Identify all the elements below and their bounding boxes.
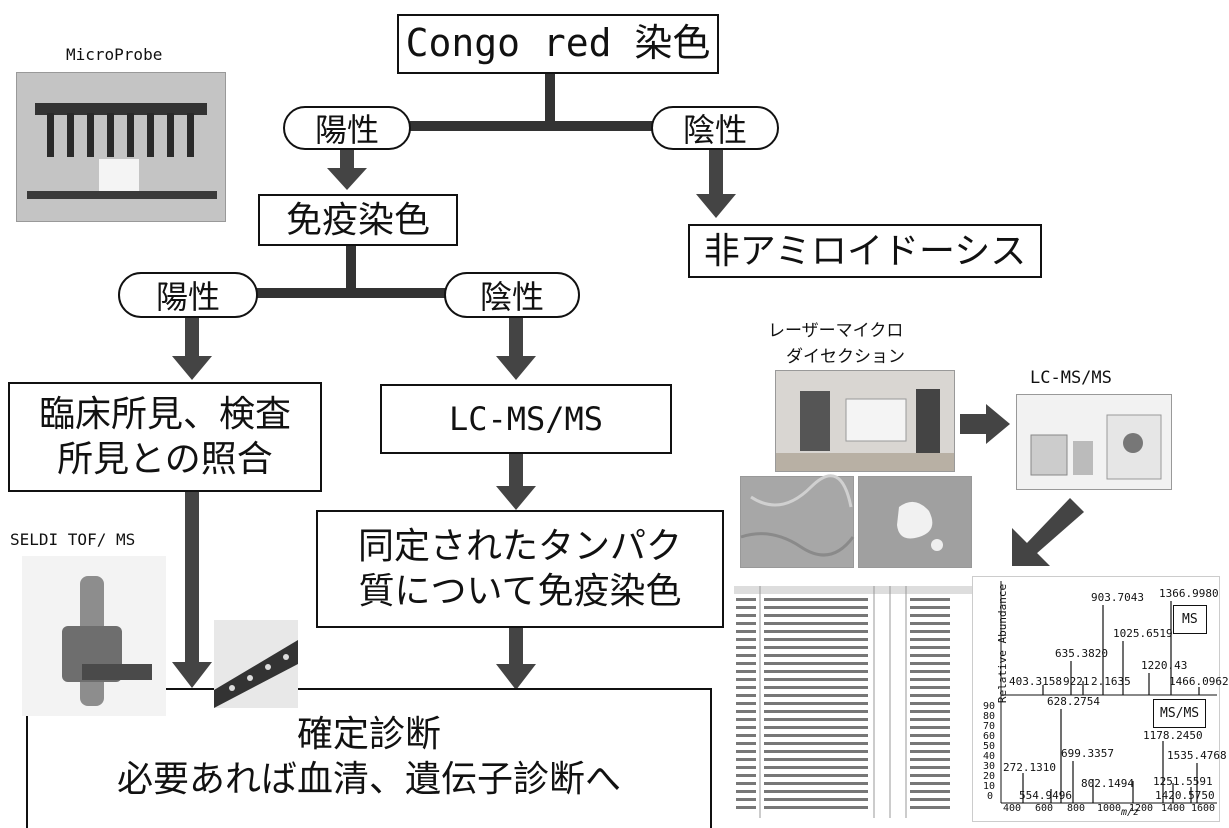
microprobe-label: MicroProbe	[66, 45, 163, 64]
connector-top-vertical	[545, 74, 555, 128]
negative-label-2: 陰性	[479, 278, 544, 316]
peak-label-bottom-9: 1420.5750	[1155, 789, 1215, 802]
negative-pill-1: 陰性	[651, 106, 779, 150]
lcms-photo-label: LC-MS/MS	[1030, 368, 1112, 388]
microprobe-photo	[16, 72, 226, 222]
y-tick-50: 50	[983, 741, 996, 752]
peak-label-top-3: 1025.6519	[1113, 627, 1173, 640]
seldi-photo	[22, 556, 166, 716]
arrow-lmd-to-lcms	[960, 404, 1010, 444]
connector-ihc-horizontal	[250, 288, 470, 298]
ms-tag: MS	[1173, 605, 1207, 634]
arrow-pos2-down	[172, 318, 212, 380]
x-tick-1600: 1600	[1191, 803, 1216, 814]
chip-photo	[214, 620, 298, 708]
non-amyloidosis-box: 非アミロイドーシス	[688, 224, 1042, 278]
y-tick-80: 80	[983, 711, 996, 722]
peak-label-bottom-1: 628.2754	[1047, 695, 1100, 708]
tissue-illustration-2	[859, 477, 971, 567]
x-tick-1000: 1000	[1097, 803, 1122, 814]
peak-label-top-7: 9221	[1063, 675, 1090, 688]
peak-label-top-6: 403.3158	[1009, 675, 1062, 688]
chip-illustration	[214, 620, 298, 708]
tissue-photo-2	[858, 476, 972, 568]
non-amyloidosis-text: 非アミロイドーシス	[703, 230, 1027, 272]
arrow-lcms-to-spectrum	[1012, 498, 1084, 566]
peak-label-bottom-2: 1178.2450	[1143, 729, 1203, 742]
final-text-line1: 確定診断	[296, 714, 441, 755]
positive-label-2: 陽性	[155, 278, 220, 316]
lmd-label-line1: レーザーマイクロ	[768, 321, 904, 341]
final-text-line2: 必要あれば血清、遺伝子診断へ	[116, 759, 621, 800]
arrow-neg1-down	[696, 150, 736, 218]
ihc-text-1: 免疫染色	[285, 199, 430, 241]
tissue-illustration-1	[740, 474, 855, 567]
positive-label-1: 陽性	[314, 111, 379, 149]
protein-table-image	[734, 586, 972, 818]
y-tick-20: 20	[983, 771, 996, 782]
x-tick-800: 800	[1067, 803, 1086, 814]
lcms-text: LC-MS/MS	[448, 400, 604, 438]
y-tick-40: 40	[983, 751, 996, 762]
y-axis-label: Relative Abundance	[996, 583, 1010, 704]
ms-spectrum-plot	[1000, 581, 1217, 804]
arrow-lcms-down	[496, 454, 536, 510]
positive-pill-1: 陽性	[283, 106, 411, 150]
tissue-photo-1	[740, 474, 855, 568]
y-tick-10: 10	[983, 781, 996, 792]
peak-label-bottom-5: 272.1310	[1003, 761, 1056, 774]
y-tick-90: 90	[983, 701, 996, 712]
x-tick-400: 400	[1003, 803, 1022, 814]
lmd-illustration	[776, 371, 954, 471]
protein-table-illustration	[734, 586, 972, 818]
peak-label-bottom-4: 1535.4768	[1167, 749, 1227, 762]
identified-text-line1: 同定されたタンパク	[357, 526, 682, 567]
msms-tag: MS/MS	[1153, 699, 1207, 728]
microprobe-illustration	[17, 73, 225, 221]
y-tick-0: 0	[987, 791, 994, 802]
peak-label-bottom-8: 554.9496	[1019, 789, 1072, 802]
x-tick-600: 600	[1035, 803, 1054, 814]
peak-label-top-4: 635.3820	[1055, 647, 1108, 660]
seldi-label: SELDI TOF/ MS	[10, 530, 136, 549]
y-tick-70: 70	[983, 721, 996, 732]
x-tick-1400: 1400	[1161, 803, 1186, 814]
clinical-text-line1: 臨床所見、検査	[38, 394, 291, 435]
arrow-neg2-down	[496, 318, 536, 380]
arrow-pos1-down	[327, 150, 367, 190]
seldi-illustration	[22, 556, 166, 716]
y-tick-30: 30	[983, 761, 996, 772]
lcms-box: LC-MS/MS	[380, 384, 672, 454]
peak-label-top-5: 1220.43	[1141, 659, 1188, 672]
ihc-box-1: 免疫染色	[258, 194, 458, 246]
x-tick-1200: 1200	[1129, 803, 1154, 814]
x-axis-label: m/z	[1121, 807, 1140, 818]
connector-top-horizontal	[410, 121, 670, 131]
ms-spectrum-panel: MS MS/MS Relative Abundance m/z 903.7043…	[972, 576, 1229, 822]
lcms-illustration	[1017, 395, 1171, 489]
identified-box: 同定されたタンパク 質について免疫染色	[316, 510, 724, 628]
arrow-identified-to-final	[496, 628, 536, 690]
peak-label-bottom-3: 699.3357	[1061, 747, 1114, 760]
peak-label-top-2: 1366.9980	[1159, 587, 1219, 600]
y-tick-60: 60	[983, 731, 996, 742]
connector-ihc-vertical	[346, 246, 356, 296]
lmd-label-line2: ダイセクション	[786, 347, 905, 367]
negative-label-1: 陰性	[682, 111, 747, 149]
peak-label-top-1: 903.7043	[1091, 591, 1144, 604]
congo-red-box: Congo red 染色	[397, 14, 719, 74]
negative-pill-2: 陰性	[444, 272, 580, 318]
congo-red-text: Congo red 染色	[405, 21, 711, 66]
positive-pill-2: 陽性	[118, 272, 258, 318]
peak-label-top-8: 2.1635	[1091, 675, 1131, 688]
peak-label-bottom-7: 1251.5591	[1153, 775, 1213, 788]
peak-label-bottom-6: 802.1494	[1081, 777, 1134, 790]
clinical-box: 臨床所見、検査 所見との照合	[8, 382, 322, 492]
arrow-clinical-to-final	[172, 492, 212, 688]
clinical-text-line2: 所見との照合	[57, 439, 273, 480]
lcms-photo	[1016, 394, 1172, 490]
lmd-photo	[775, 370, 955, 472]
identified-text-line2: 質について免疫染色	[358, 571, 682, 612]
peak-label-top-9: 1466.0962	[1169, 675, 1229, 688]
